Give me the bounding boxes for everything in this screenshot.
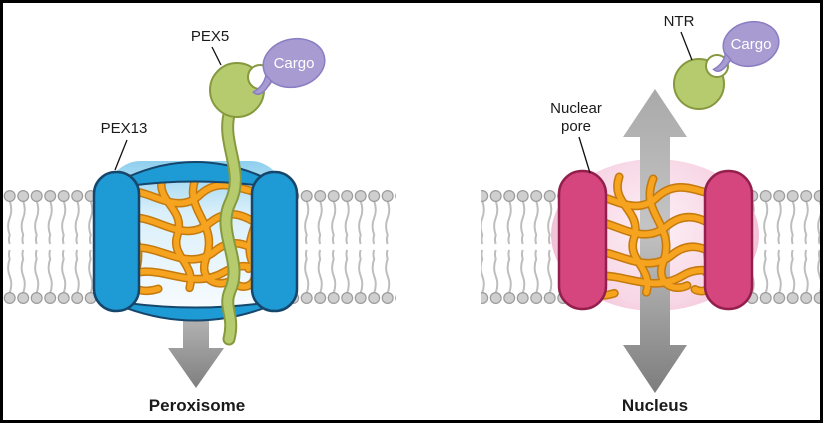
ntr-pointer-line — [680, 31, 693, 61]
pex5-pointer-line — [211, 46, 222, 66]
membrane-segment — [286, 247, 396, 305]
nuclear-pore-wall-right — [703, 169, 754, 311]
bidirectional-transport-arrow — [623, 89, 687, 393]
membrane-segment — [286, 189, 396, 247]
pex13-pointer-line — [114, 139, 128, 171]
import-arrow — [168, 293, 224, 388]
pex5-label: PEX5 — [191, 28, 229, 45]
nuclear-pore-wall-left — [557, 169, 608, 311]
nucleus-panel: Cargo NTR Nuclear pore Nucleus — [481, 13, 820, 415]
pex5-disordered-tail — [221, 106, 240, 344]
nuclear-pore-label-line2: pore — [561, 118, 591, 135]
cargo-label: Cargo — [731, 36, 772, 53]
nucleus-label: Nucleus — [622, 396, 688, 415]
nuclear-pore-pointer-line — [578, 136, 591, 174]
nuclear-pore-label-line1: Nuclear — [550, 100, 602, 117]
peroxisome-panel: Cargo PEX5 PEX13 Peroxisome — [3, 28, 396, 415]
ntr-label: NTR — [664, 13, 695, 30]
pex13-channel-wall-left — [92, 170, 141, 313]
pex13-label: PEX13 — [101, 120, 148, 137]
cargo-label: Cargo — [274, 55, 315, 72]
membrane-segment — [3, 189, 105, 247]
cargo-blob: Cargo — [251, 37, 326, 96]
pex13-channel-wall-right — [250, 170, 299, 313]
peroxisome-label: Peroxisome — [149, 396, 245, 415]
cargo-blob: Cargo — [712, 20, 780, 72]
membrane-segment — [3, 247, 105, 305]
